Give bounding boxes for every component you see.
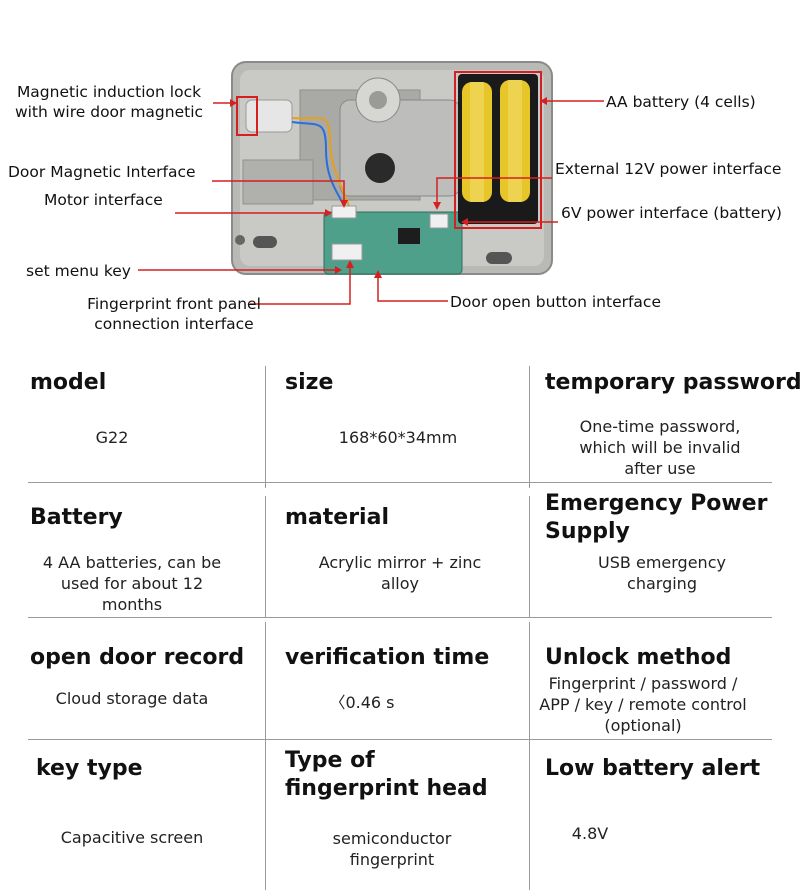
- spec-value: semiconductor fingerprint: [332, 829, 452, 869]
- spec-value: 〈0.46 s: [329, 693, 395, 712]
- label-door-magnetic-interface: Door Magnetic Interface: [8, 163, 196, 181]
- spec-value: Fingerprint / password / APP / key / rem…: [539, 674, 747, 735]
- spec-value: 4 AA batteries, can be used for about 12…: [42, 553, 222, 614]
- gearbox: [339, 99, 461, 197]
- label-fingerprint-panel-line1: Fingerprint front panel: [87, 295, 261, 313]
- magnetic-roller: [245, 99, 293, 133]
- lock-illustration: [138, 61, 604, 305]
- label-6v-power: 6V power interface (battery): [561, 204, 782, 222]
- spec-heading: Type of fingerprint head: [285, 748, 488, 801]
- row-divider: [28, 482, 772, 483]
- spec-table: model G22 size 168*60*34mm temporary pas…: [0, 360, 800, 895]
- label-external-12v: External 12V power interface: [555, 160, 782, 178]
- pointer-arrows: [230, 97, 547, 278]
- spec-value: Acrylic mirror + zinc alloy: [318, 553, 482, 593]
- spec-heading: open door record: [30, 645, 245, 670]
- lock-diagram: Magnetic induction lock with wire door m…: [0, 0, 800, 345]
- spec-heading: verification time: [285, 645, 490, 670]
- spec-heading: size: [285, 370, 334, 395]
- column-divider: [529, 742, 530, 890]
- column-divider: [529, 366, 530, 488]
- spec-value: G22: [95, 428, 129, 447]
- label-magnetic-lock-line1: Magnetic induction lock: [16, 83, 202, 101]
- pointer-lines: [138, 100, 604, 305]
- row-divider: [28, 617, 772, 618]
- label-magnetic-lock: Magnetic induction lock with wire door m…: [4, 82, 214, 122]
- column-divider: [529, 496, 530, 618]
- screw-hole: [235, 235, 245, 245]
- column-divider: [265, 742, 266, 890]
- label-magnetic-lock-line2: with wire door magnetic: [14, 103, 204, 121]
- spindle-hole: [365, 153, 395, 183]
- column-divider: [265, 366, 266, 488]
- spec-heading: Emergency Power Supply: [545, 491, 768, 544]
- spec-heading: temporary password: [545, 370, 800, 395]
- label-motor-interface: Motor interface: [44, 191, 163, 209]
- column-divider: [529, 622, 530, 742]
- spec-heading: key type: [36, 756, 143, 781]
- spec-heading: model: [30, 370, 107, 395]
- spec-value: Cloud storage data: [55, 689, 209, 708]
- spec-heading: Unlock method: [545, 645, 732, 670]
- spec-heading: Battery: [30, 505, 123, 530]
- mounting-slot: [253, 236, 277, 248]
- row-divider: [28, 739, 772, 740]
- spec-value: 168*60*34mm: [338, 428, 458, 447]
- label-fingerprint-panel: Fingerprint front panel connection inter…: [64, 294, 284, 334]
- spec-value: 4.8V: [571, 824, 609, 843]
- label-set-menu-key: set menu key: [26, 262, 131, 280]
- mounting-slot: [486, 252, 512, 264]
- label-door-open-button: Door open button interface: [450, 293, 661, 311]
- spec-value: USB emergency charging: [598, 553, 726, 593]
- spec-value: Capacitive screen: [60, 828, 204, 847]
- label-aa-battery: AA battery (4 cells): [606, 93, 756, 111]
- label-fingerprint-panel-line2: connection interface: [94, 315, 254, 333]
- column-divider: [265, 496, 266, 618]
- highlight-box-magnetic: [236, 96, 258, 136]
- spec-value: One-time password, which will be invalid…: [579, 417, 741, 478]
- spec-heading: material: [285, 505, 389, 530]
- spec-heading: Low battery alert: [545, 756, 761, 781]
- column-divider: [265, 622, 266, 742]
- highlight-box-battery: [454, 71, 542, 229]
